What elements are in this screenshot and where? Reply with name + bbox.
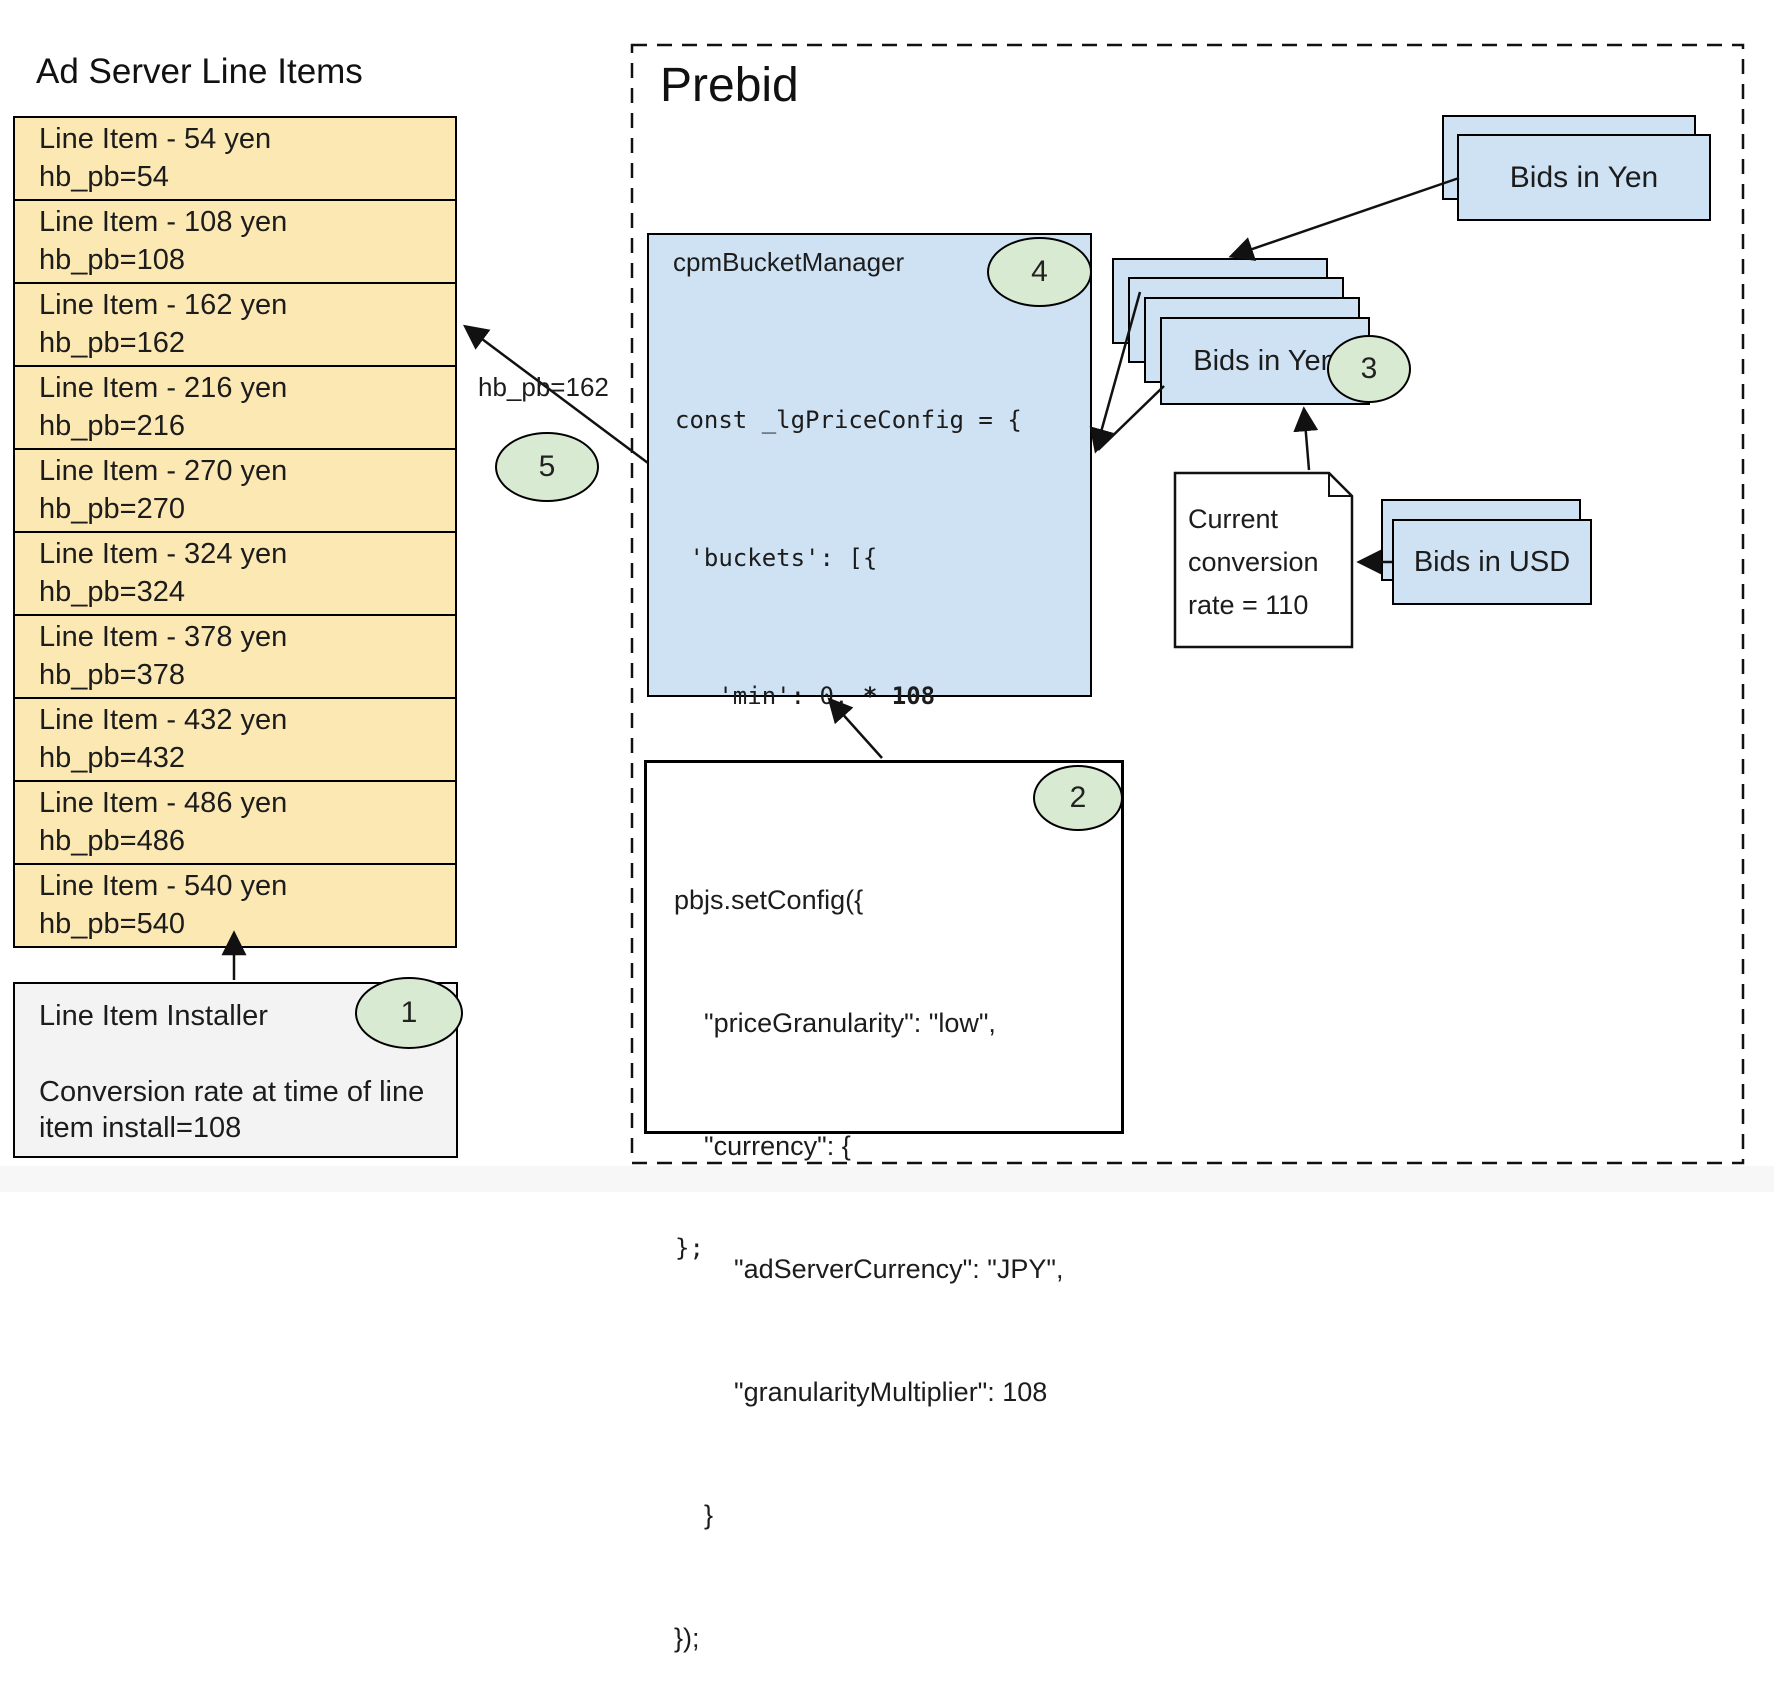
- line-item-row: Line Item - 54 yen hb_pb=54: [15, 118, 455, 201]
- pbjs-code-line: "priceGranularity": "low",: [674, 1008, 996, 1038]
- conversion-note-text: Current conversion rate = 110: [1188, 504, 1319, 620]
- line-item-hb-pb: hb_pb=270: [39, 493, 185, 525]
- pbjs-code-line: "adServerCurrency": "JPY",: [674, 1254, 1064, 1284]
- step-badge-2: 2: [1033, 765, 1123, 831]
- line-item-hb-pb: hb_pb=378: [39, 659, 185, 691]
- line-item-row: Line Item - 432 yen hb_pb=432: [15, 699, 455, 782]
- line-item-hb-pb: hb_pb=486: [39, 825, 185, 857]
- line-item-row: Line Item - 162 yen hb_pb=162: [15, 284, 455, 367]
- line-item-label: Line Item - 54 yen: [39, 123, 272, 155]
- prebid-container-title: Prebid: [660, 59, 799, 112]
- line-item-hb-pb: hb_pb=54: [39, 161, 169, 193]
- cpm-bucket-manager-label: cpmBucketManager: [673, 247, 905, 277]
- line-item-label: Line Item - 432 yen: [39, 704, 288, 736]
- pbjs-code-line: });: [674, 1623, 700, 1653]
- installer-title: Line Item Installer: [39, 1000, 268, 1032]
- line-item-hb-pb: hb_pb=108: [39, 244, 185, 276]
- step-badge-3: 3: [1327, 335, 1411, 403]
- cpm-code-line: const _lgPriceConfig = {: [675, 406, 1022, 434]
- line-item-hb-pb: hb_pb=216: [39, 410, 185, 442]
- ad-server-line-item-table: Line Item - 54 yen hb_pb=54 Line Item - …: [13, 116, 457, 948]
- line-item-label: Line Item - 162 yen: [39, 289, 288, 321]
- line-item-label: Line Item - 108 yen: [39, 206, 288, 238]
- ad-server-title: Ad Server Line Items: [36, 52, 363, 91]
- bids-in-usd-label: Bids in USD: [1413, 545, 1571, 578]
- line-item-hb-pb: hb_pb=540: [39, 908, 185, 940]
- line-item-row: Line Item - 486 yen hb_pb=486: [15, 782, 455, 865]
- pbjs-code-line: pbjs.setConfig({: [674, 885, 864, 915]
- cpm-code-line: 'buckets': [{: [675, 544, 878, 572]
- line-item-label: Line Item - 324 yen: [39, 538, 288, 570]
- step-badge-4: 4: [987, 237, 1092, 307]
- line-item-row: Line Item - 108 yen hb_pb=108: [15, 201, 455, 284]
- line-item-row: Line Item - 378 yen hb_pb=378: [15, 616, 455, 699]
- hb-pb-arrow-label: hb_pb=162: [478, 372, 609, 402]
- installer-conversion-rate-text: Conversion rate at time of line item ins…: [39, 1076, 425, 1144]
- bids-in-usd-card: Bids in USD: [1392, 519, 1592, 605]
- line-item-hb-pb: hb_pb=162: [39, 327, 185, 359]
- step-badge-5: 5: [495, 432, 599, 502]
- line-item-row: Line Item - 270 yen hb_pb=270: [15, 450, 455, 533]
- arrow-yen-stack-to-cpm-b: [1097, 385, 1165, 451]
- pbjs-code-line: "currency": {: [674, 1131, 851, 1161]
- bids-in-yen-incoming-label: Bids in Yen: [1509, 160, 1659, 194]
- line-item-label: Line Item - 486 yen: [39, 787, 288, 819]
- line-item-label: Line Item - 270 yen: [39, 455, 288, 487]
- line-item-row: Line Item - 324 yen hb_pb=324: [15, 533, 455, 616]
- line-item-row: Line Item - 540 yen hb_pb=540: [15, 865, 455, 946]
- cpm-code-line: 'min': 0, * 108: [675, 682, 936, 710]
- step-badge-1: 1: [355, 977, 463, 1049]
- line-item-row: Line Item - 216 yen hb_pb=216: [15, 367, 455, 450]
- line-item-label: Line Item - 216 yen: [39, 372, 288, 404]
- conversion-note-fold: [1328, 473, 1352, 497]
- pbjs-code-line: "granularityMultiplier": 108: [674, 1377, 1048, 1407]
- line-item-hb-pb: hb_pb=432: [39, 742, 185, 774]
- pbjs-setconfig-code: pbjs.setConfig({ "priceGranularity": "lo…: [674, 798, 1063, 1700]
- arrow-note-to-yen-stack: [1293, 406, 1319, 471]
- pbjs-code-line: }: [674, 1500, 714, 1530]
- bids-in-yen-incoming-card: Bids in Yen: [1457, 134, 1711, 221]
- page-bottom-band: [0, 1166, 1774, 1192]
- line-item-hb-pb: hb_pb=324: [39, 576, 185, 608]
- line-item-label: Line Item - 540 yen: [39, 870, 288, 902]
- arrow-incoming-to-yen-stack: [1228, 176, 1460, 261]
- line-item-label: Line Item - 378 yen: [39, 621, 288, 653]
